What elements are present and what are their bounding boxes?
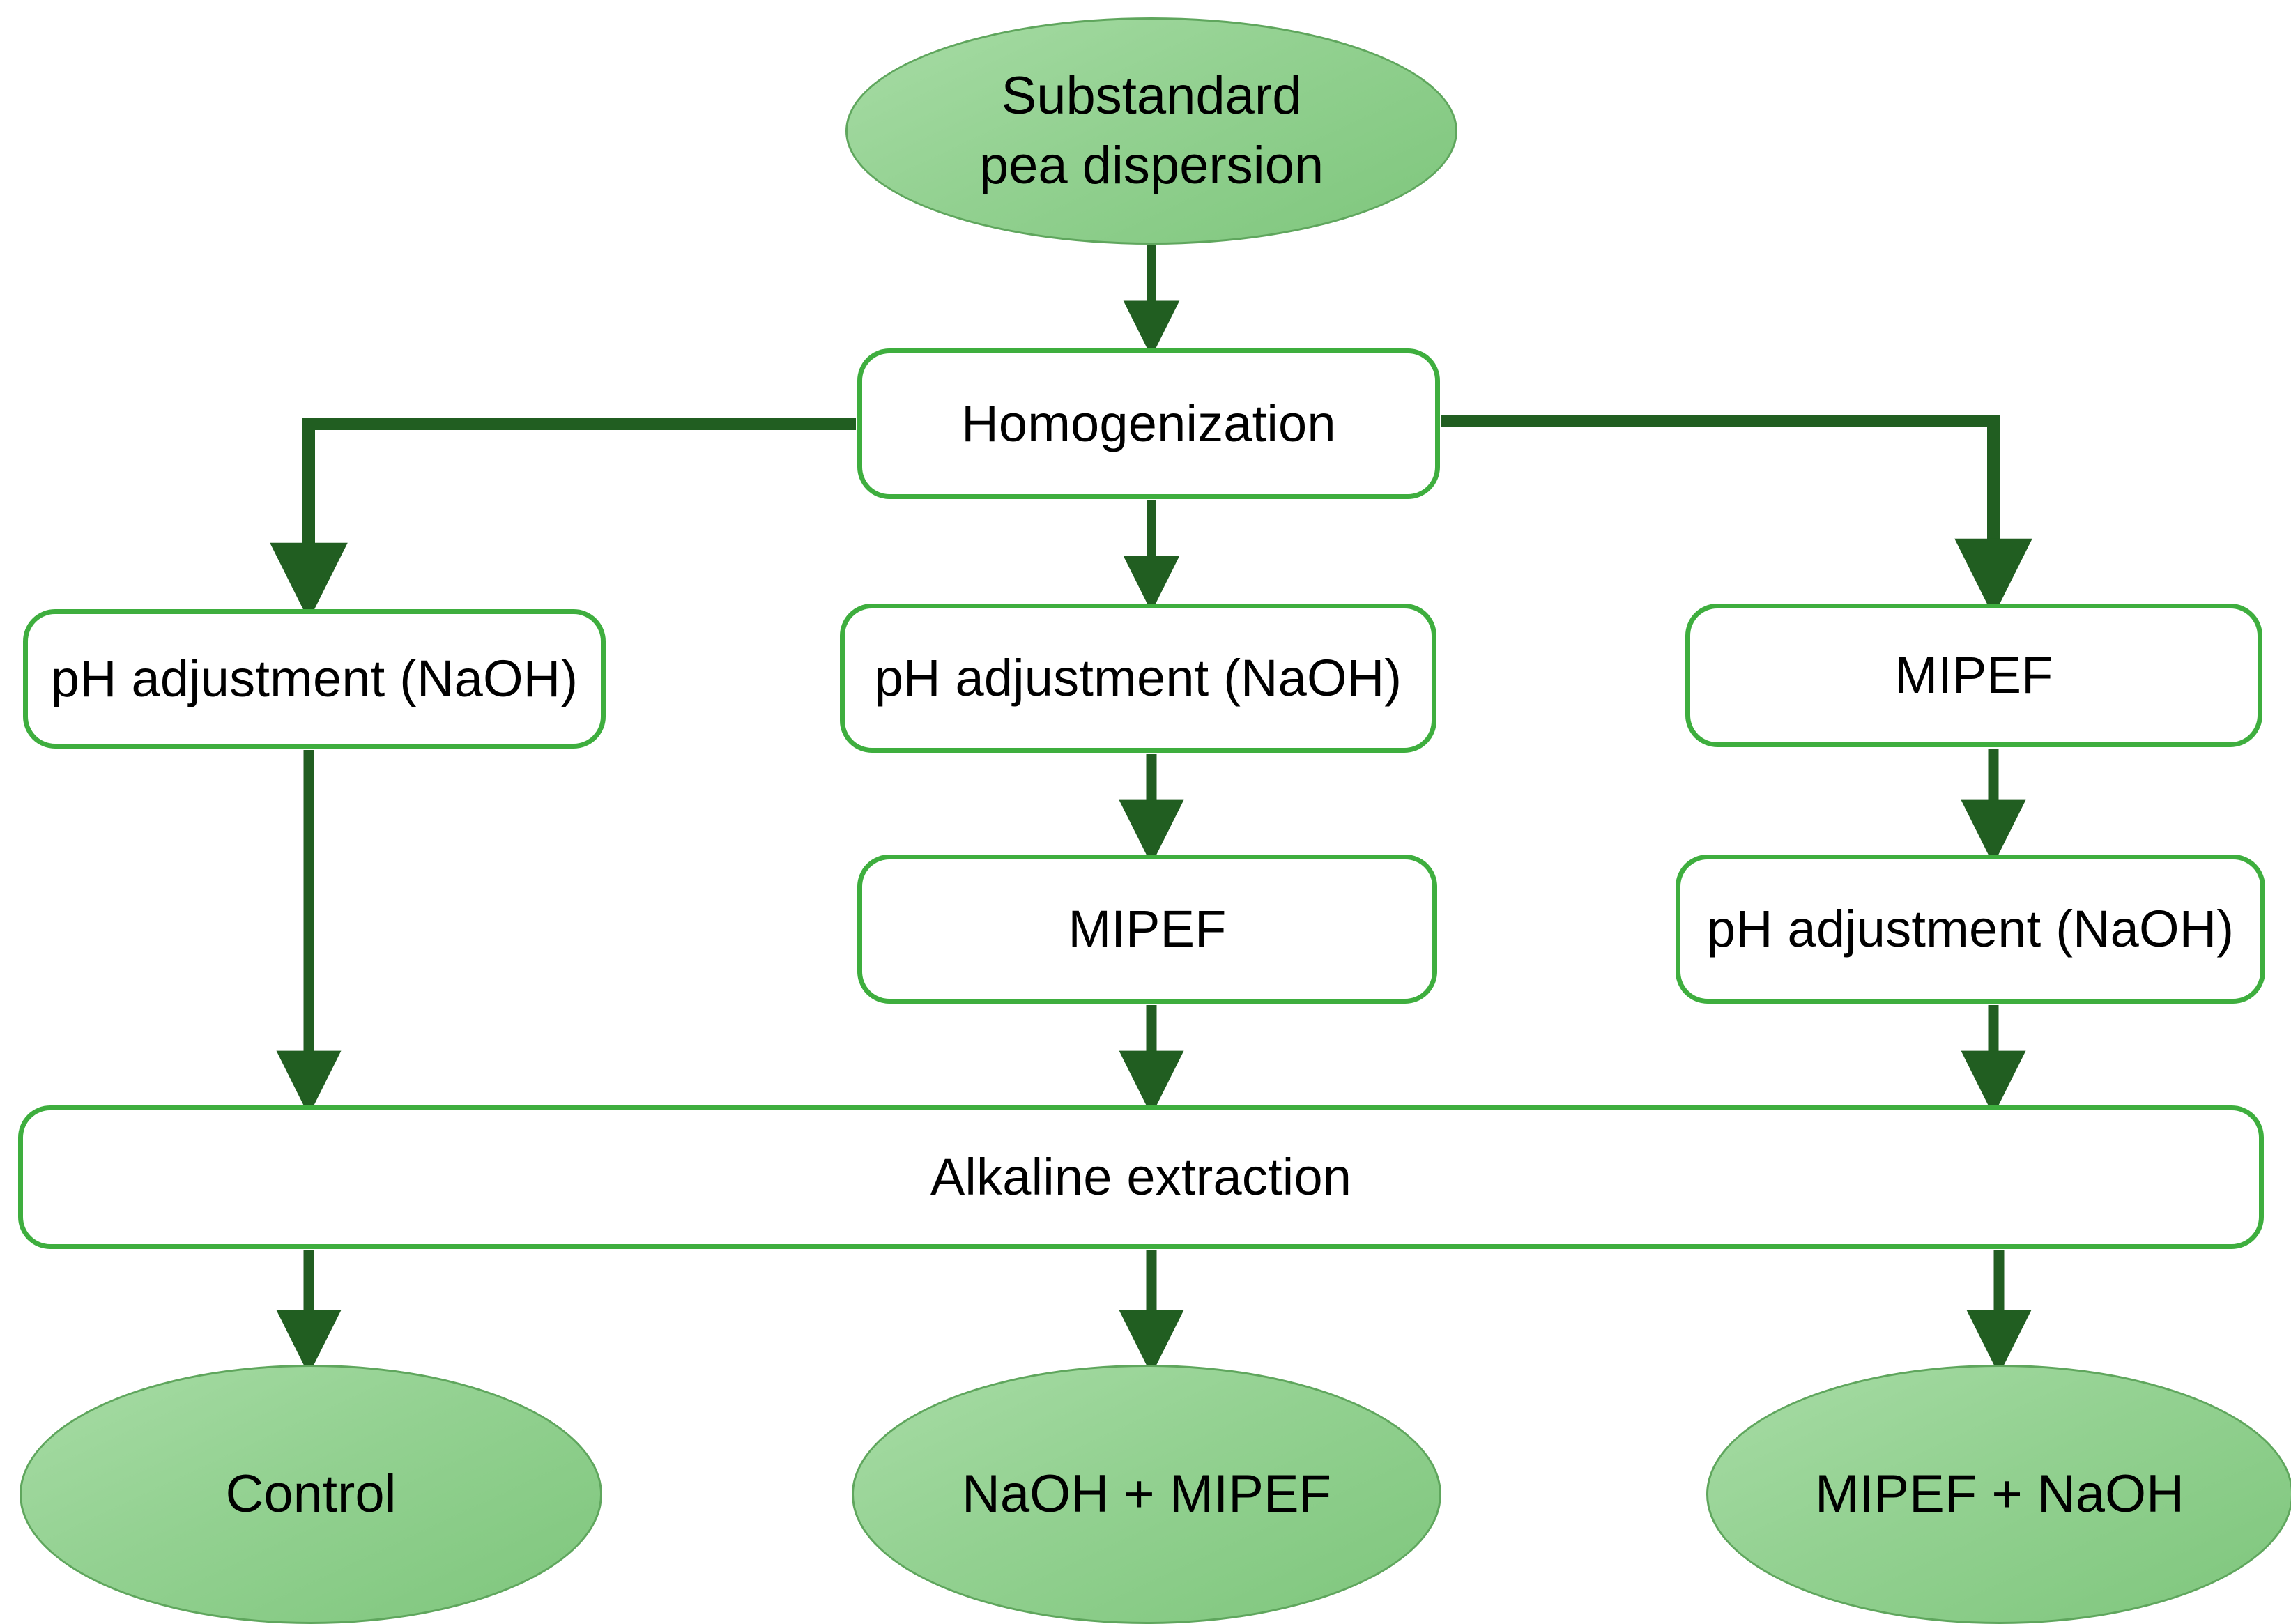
node-ph-adjustment-left[interactable]: pH adjustment (NaOH): [23, 609, 606, 749]
node-homogenization[interactable]: Homogenization: [857, 348, 1440, 499]
node-label: Control: [225, 1464, 397, 1524]
node-label: MIPEF + NaOH: [1815, 1464, 2184, 1524]
node-label-line2: pea dispersion: [979, 136, 1324, 195]
node-mipef-plus-naoh[interactable]: MIPEF + NaOH: [1706, 1365, 2291, 1624]
edge-homogenization-to-mipef-right: [1441, 415, 2032, 617]
node-label: pH adjustment (NaOH): [874, 649, 1402, 707]
node-label-line1: Substandard: [1001, 66, 1302, 125]
node-label: NaOH + MIPEF: [962, 1464, 1331, 1524]
node-label: Substandard pea dispersion: [979, 61, 1324, 201]
node-control[interactable]: Control: [20, 1365, 602, 1624]
node-label: pH adjustment (NaOH): [50, 650, 579, 708]
edge-homogenization-to-ph-left: [270, 418, 856, 621]
node-ph-adjustment-middle[interactable]: pH adjustment (NaOH): [840, 604, 1436, 753]
node-label: MIPEF: [1894, 646, 2053, 705]
node-label: Alkaline extraction: [930, 1148, 1352, 1206]
node-mipef-middle[interactable]: MIPEF: [857, 855, 1437, 1004]
node-mipef-right[interactable]: MIPEF: [1685, 604, 2262, 747]
node-substandard-pea-dispersion[interactable]: Substandard pea dispersion: [845, 17, 1457, 245]
node-label: pH adjustment (NaOH): [1706, 900, 2235, 958]
node-naoh-plus-mipef[interactable]: NaOH + MIPEF: [852, 1365, 1441, 1624]
node-alkaline-extraction[interactable]: Alkaline extraction: [18, 1105, 2264, 1249]
node-label: MIPEF: [1068, 900, 1227, 958]
node-label: Homogenization: [961, 394, 1336, 453]
node-ph-adjustment-right[interactable]: pH adjustment (NaOH): [1676, 855, 2265, 1004]
